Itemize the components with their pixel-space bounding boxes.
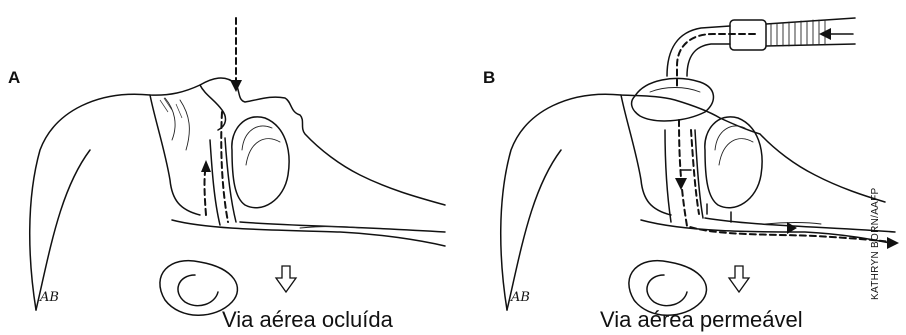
tube-connector xyxy=(730,20,766,50)
image-credit: KATHRYN BORN/AAFP xyxy=(870,187,881,300)
caption-patent: Via aérea permeável xyxy=(600,307,803,333)
head-outline xyxy=(501,94,885,310)
airflow-path xyxy=(679,120,891,242)
arrowhead-up xyxy=(201,160,211,172)
head-illustration-patent xyxy=(455,0,906,335)
hollow-down-arrow-icon xyxy=(276,266,296,292)
artist-signature: AB xyxy=(40,290,59,305)
panel-a-occluded-airway: A Via aére xyxy=(0,0,450,335)
arrowhead-down xyxy=(230,80,242,92)
artist-signature: AB xyxy=(511,290,530,305)
caption-occluded: Via aérea ocluída xyxy=(222,307,393,333)
trachea xyxy=(172,220,445,246)
head-illustration-occluded xyxy=(0,0,450,335)
tongue xyxy=(705,117,762,208)
hollow-down-arrow-icon xyxy=(729,266,749,292)
corrugated-hose xyxy=(766,18,855,46)
tongue xyxy=(232,117,289,208)
panel-b-patent-airway: B xyxy=(455,0,906,335)
